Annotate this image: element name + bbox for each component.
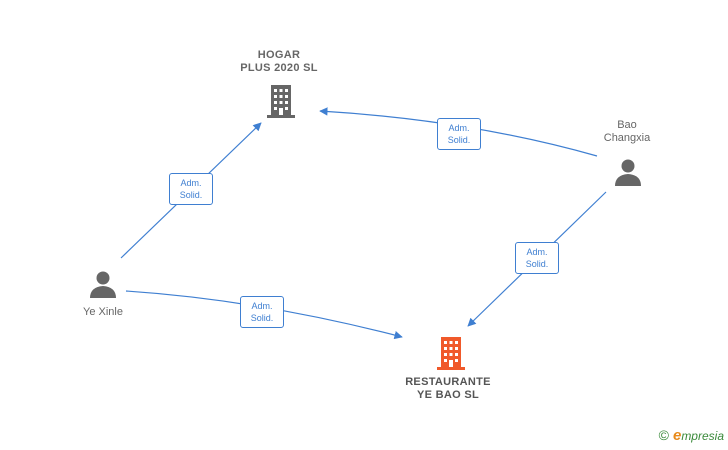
- person-ye-label[interactable]: Ye Xinle: [63, 306, 143, 319]
- edge-badge-role-line2: Solid.: [179, 190, 203, 200]
- company-hogar-label[interactable]: HOGAR PLUS 2020 SL: [229, 49, 329, 75]
- person-bao-name-line1: Bao: [617, 119, 637, 131]
- company-hogar-name-line2: PLUS 2020 SL: [240, 62, 318, 74]
- edge-badge-ye-hogar[interactable]: Adm. Solid.: [169, 173, 213, 205]
- edge-badge-bao-restaurante[interactable]: Adm. Solid.: [515, 242, 559, 274]
- company-restaurante-name-line2: YE BAO SL: [417, 389, 479, 401]
- edge-badge-ye-restaurante[interactable]: Adm. Solid.: [240, 296, 284, 328]
- edge-badge-role-line1: Adm.: [448, 123, 470, 133]
- edge-badge-role-line2: Solid.: [525, 259, 549, 269]
- company-restaurante-label[interactable]: RESTAURANTE YE BAO SL: [388, 376, 508, 402]
- brand-watermark: ©empresia: [659, 427, 724, 444]
- brand-name: mpresia: [681, 429, 724, 443]
- edge-badge-role-line1: Adm.: [251, 301, 273, 311]
- edge-badge-bao-hogar[interactable]: Adm. Solid.: [437, 118, 481, 150]
- building-icon-highlighted[interactable]: [434, 335, 468, 371]
- edge-badge-role-line2: Solid.: [250, 313, 274, 323]
- person-icon[interactable]: [88, 269, 118, 299]
- person-bao-name-line2: Changxia: [603, 132, 651, 144]
- edge-badge-role-line2: Solid.: [447, 135, 471, 145]
- person-ye-name: Ye Xinle: [83, 306, 123, 318]
- building-icon[interactable]: [264, 83, 298, 119]
- company-restaurante-name-line1: RESTAURANTE: [405, 376, 491, 388]
- company-hogar-name-line1: HOGAR: [257, 49, 301, 61]
- edge-badge-role-line1: Adm.: [526, 247, 548, 257]
- person-bao-label[interactable]: Bao Changxia: [587, 119, 667, 145]
- copyright-icon: ©: [658, 427, 669, 443]
- brand-logo-initial: e: [672, 427, 682, 444]
- person-icon[interactable]: [613, 157, 643, 187]
- edge-badge-role-line1: Adm.: [180, 178, 202, 188]
